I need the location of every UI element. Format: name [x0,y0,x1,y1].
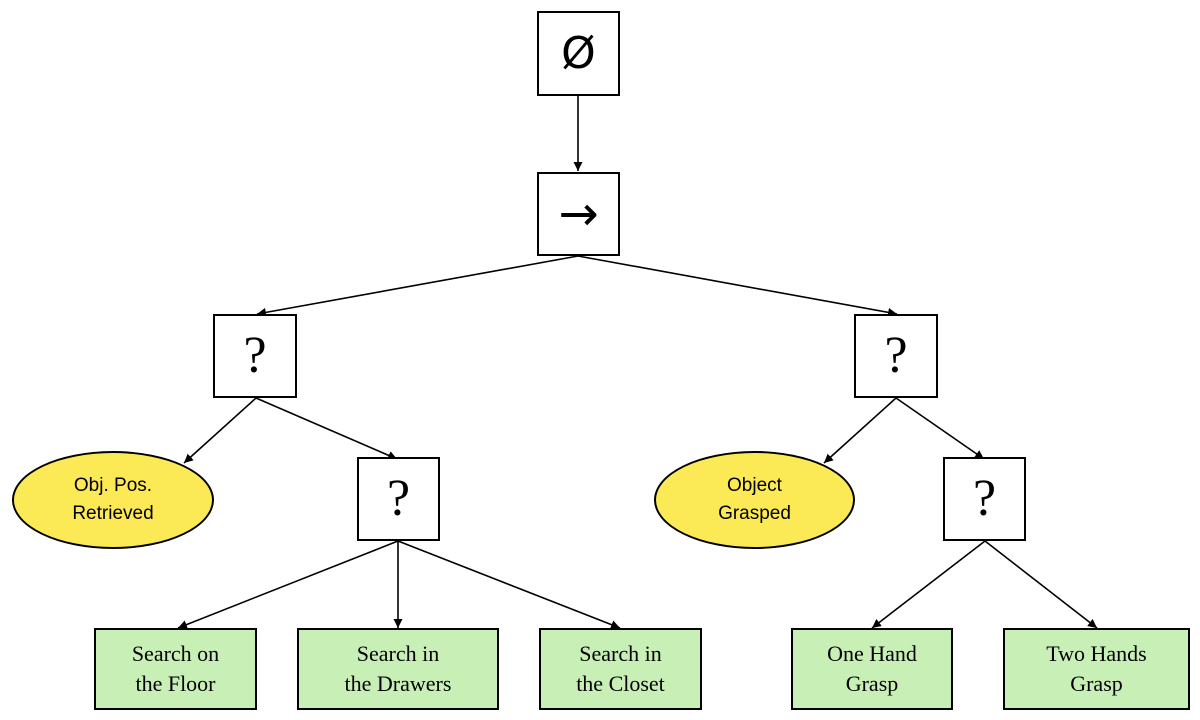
action-search-drawers: Search in the Drawers [297,628,499,710]
edge-fallback-search-to-closet [397,540,621,629]
action-search-closet-label: Search in the Closet [576,641,665,696]
action-search-drawers-label: Search in the Drawers [344,641,452,696]
fallback-node-left: ? [213,314,297,398]
action-search-closet: Search in the Closet [539,628,702,710]
condition-obj-pos-label: Obj. Pos. Retrieved [72,475,154,524]
condition-object-grasped-label: Object Grasped [718,475,791,524]
edge-sequence-to-fallback-left [256,255,579,317]
condition-obj-pos-retrieved: Obj. Pos. Retrieved [12,451,214,549]
fallback-left-symbol: ? [243,327,267,384]
action-one-hand-grasp: One Hand Grasp [791,628,953,710]
edge-fallback-right-to-object-grasped [823,397,897,464]
edge-sequence-to-fallback-right [577,255,898,317]
root-node: Ø [537,11,620,96]
action-one-hand-label: One Hand Grasp [827,641,917,696]
fallback-node-right: ? [854,314,938,398]
fallback-right-symbol: ? [884,327,908,384]
action-two-hands-grasp: Two Hands Grasp [1003,628,1190,710]
action-search-floor-label: Search on the Floor [131,641,220,696]
edge-fallback-right-to-fallback-grasp [895,397,985,460]
action-search-floor: Search on the Floor [94,628,257,710]
action-two-hands-label: Two Hands Grasp [1046,641,1147,696]
edge-fallback-left-to-obj-pos [183,397,257,464]
root-symbol: Ø [561,27,596,79]
edge-fallback-search-to-floor [177,540,399,629]
sequence-node: → [537,172,620,256]
fallback-node-grasp: ? [943,457,1026,541]
condition-object-grasped: Object Grasped [654,451,855,549]
fallback-node-search: ? [357,457,440,541]
fallback-grasp-symbol: ? [972,470,997,527]
fallback-search-symbol: ? [386,470,411,527]
edge-fallback-grasp-to-two-hands [984,540,1098,629]
edge-fallback-left-to-fallback-search [255,397,398,460]
sequence-symbol: → [558,186,599,242]
edge-fallback-grasp-to-one-hand [871,540,986,629]
